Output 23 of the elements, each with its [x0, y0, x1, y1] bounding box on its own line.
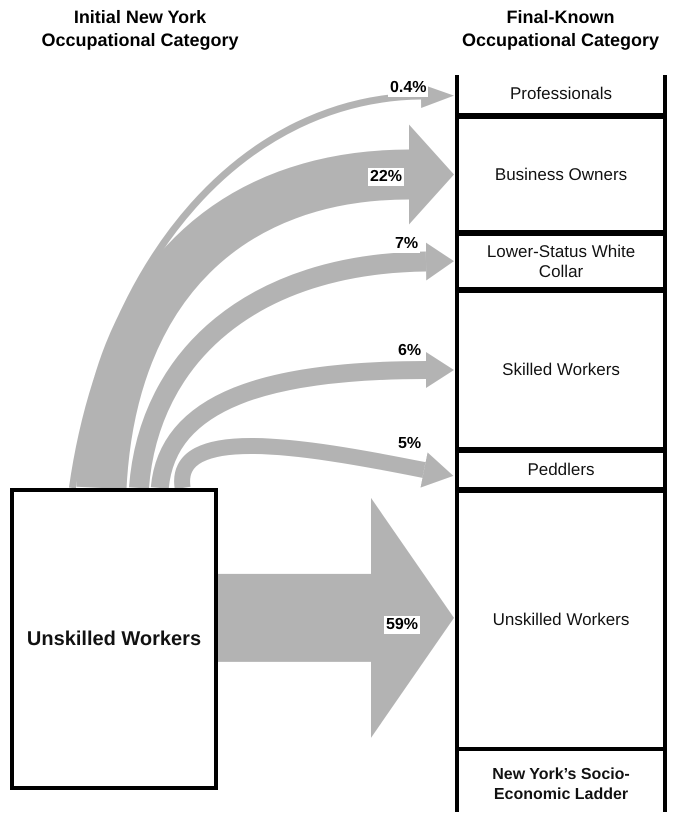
ladder-rung-box — [459, 489, 663, 751]
column-heading: Initial New York Occupational Category — [40, 6, 240, 52]
edge-label: 0.4% — [388, 79, 428, 97]
category-name: Unskilled Workers — [492, 610, 630, 630]
category-name: Skilled Workers — [501, 360, 621, 380]
category-name: Professionals — [508, 84, 614, 104]
ladder — [455, 75, 667, 812]
ladder-rung-box — [459, 115, 663, 234]
flow-arrow — [218, 498, 454, 738]
edge-label: 59% — [384, 616, 420, 634]
category-name: Unskilled Workers — [26, 628, 202, 650]
edge-label: 7% — [393, 235, 420, 253]
category-box — [10, 488, 218, 790]
ladder-rung-box — [459, 232, 663, 291]
ladder-rung-box — [459, 449, 663, 491]
category-name: Business Owners — [494, 164, 628, 184]
column-heading: Final-Known Occupational Category — [460, 6, 660, 52]
edge-label: 22% — [368, 168, 404, 186]
flow-arrow — [129, 242, 454, 490]
category-name: Peddlers — [526, 460, 596, 480]
flow-arrow — [150, 352, 454, 490]
category-name: Lower-Status White Collar — [486, 242, 636, 282]
ladder-rung-box — [459, 289, 663, 451]
